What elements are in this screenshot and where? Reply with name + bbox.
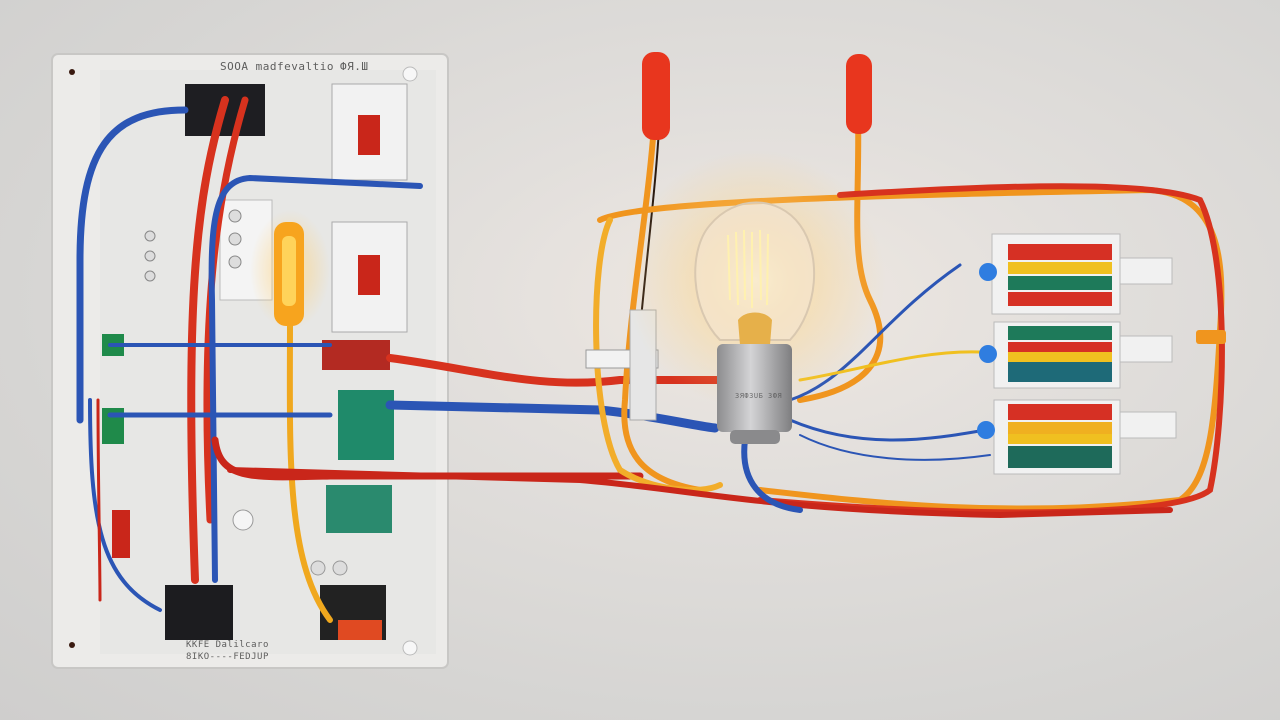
terminal-block-1 [979,233,1173,315]
red-probe-right [846,54,872,134]
panel-bottom-label-1: KKFE Dalilcaro [186,640,269,650]
red-probe-left [642,52,670,140]
bulb-socket [717,344,792,432]
cable-tie [1196,330,1226,344]
light-bulb [625,150,885,444]
panel-bottom-label-2: 8IKO----FEDJUP [186,652,269,662]
panel-top-label: SOOA madfevaltio [220,60,334,73]
panel-wires [76,96,644,623]
socket-text: ЗЯФЗUБ ЗФЯ [735,392,783,400]
panel-board [51,53,449,669]
terminal-block-3 [977,399,1177,475]
panel-top-right-label: ФЯ.Ш [340,60,369,73]
terminal-block-2 [979,321,1173,389]
main-wires [227,107,1225,519]
panel-indicator-lamp [250,210,330,330]
